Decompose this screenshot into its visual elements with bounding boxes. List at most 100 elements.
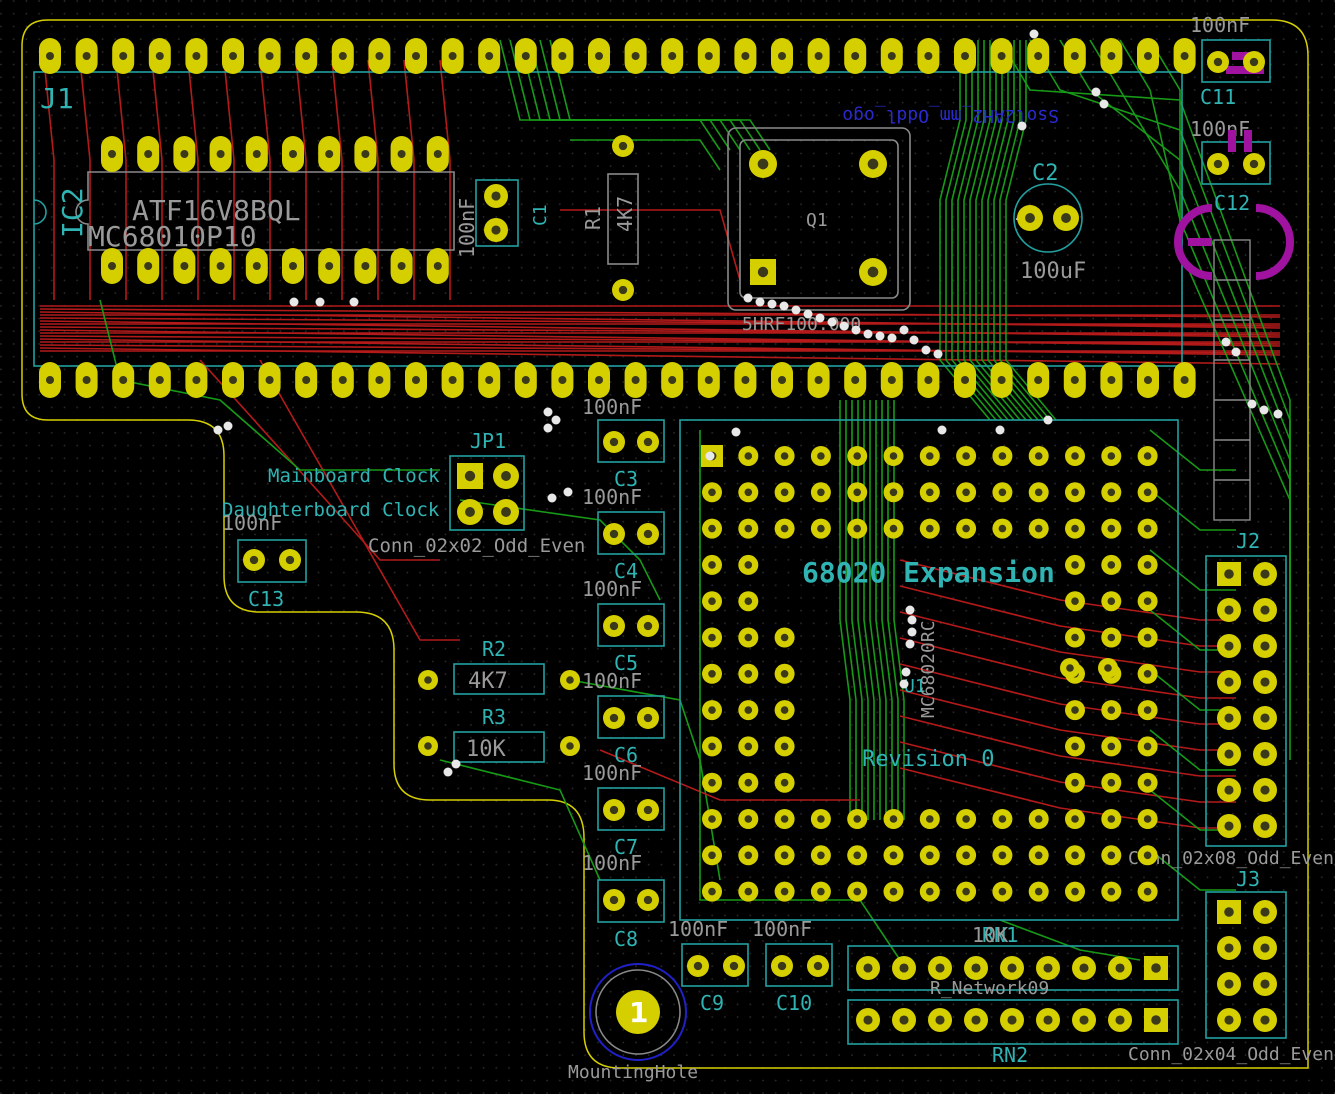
u1-pad: [810, 809, 831, 829]
via: [921, 345, 931, 355]
u1-pad: [1137, 482, 1158, 503]
j2-pad: [1253, 778, 1277, 802]
cap-pad: [637, 615, 659, 637]
u1-pad: [738, 809, 759, 829]
back-trace: [875, 400, 887, 820]
ic2-value-2: MC68010P10: [88, 220, 257, 253]
via: [1259, 405, 1269, 415]
ic2-pad-bottom: [390, 248, 413, 284]
j1-pad-top: [990, 38, 1013, 74]
back-trace: [893, 400, 905, 820]
cap-pad: [637, 523, 659, 545]
copper-traces: [39, 39, 1291, 961]
cap-pad: [603, 889, 625, 911]
ic2-pad-bottom: [282, 248, 304, 284]
u1-pad: [1137, 518, 1158, 539]
via: [223, 421, 233, 431]
j1-pad-bottom: [112, 362, 135, 398]
j2-pad: [1253, 742, 1277, 766]
u1-pad: [1028, 518, 1049, 539]
j1-pad-bottom: [222, 362, 244, 398]
u1-pad: [738, 482, 759, 503]
ic2-pad-bottom: [173, 248, 196, 284]
front-trace: [560, 209, 741, 281]
u1-pad: [919, 482, 940, 503]
j2-pad: [1253, 814, 1277, 838]
q1-body: [739, 139, 899, 299]
c9-outline: [681, 943, 749, 987]
u1-pad: [1065, 809, 1085, 829]
via: [451, 759, 461, 769]
ic2-pad-top: [318, 136, 341, 172]
j3-pad: [1217, 1008, 1241, 1032]
j1-pad-top: [917, 38, 940, 74]
u1-pad: [956, 482, 977, 503]
c9-ref: C9: [700, 991, 724, 1015]
u1-pad: [1065, 518, 1085, 539]
u1-pad: [992, 881, 1013, 902]
j1-pad-bottom: [441, 362, 464, 398]
jp1-pad-1: [457, 463, 483, 489]
u1-pad: [847, 482, 868, 503]
u1-pad: [956, 881, 977, 902]
rn1-pad: [964, 956, 988, 980]
j1-pad-top: [222, 38, 244, 74]
j1-pad-top: [112, 38, 135, 74]
via: [933, 349, 943, 359]
via: [563, 487, 573, 497]
u1-pad: [919, 446, 940, 466]
u1-pad: [1137, 627, 1158, 648]
via: [827, 317, 837, 327]
board-title: 68020 Expansion: [802, 556, 1055, 589]
j3-pad: [1253, 1008, 1277, 1032]
c2-pad-2: [1053, 205, 1079, 231]
cap-pad: [637, 889, 659, 911]
jp1-label-daughterboard: Daughterboard Clock: [222, 499, 440, 521]
ic2-pad-bottom: [354, 248, 377, 284]
via: [289, 297, 299, 307]
j1-pad-top: [1063, 38, 1086, 74]
via: [1029, 29, 1039, 39]
j1-pad-top: [258, 38, 281, 74]
j1-pad-bottom: [75, 362, 98, 398]
c1-value: 100nF: [455, 198, 479, 258]
front-trace: [151, 59, 163, 300]
u1-pad: [1065, 772, 1085, 793]
j1-pad-top: [1100, 38, 1123, 74]
via: [705, 451, 715, 461]
u1-pad: [992, 518, 1013, 539]
via: [875, 331, 885, 341]
back-trace: [1149, 849, 1236, 891]
u1-pad: [774, 518, 795, 539]
front-trace: [199, 359, 440, 561]
j2-pad: [1217, 598, 1241, 622]
back-trace: [570, 139, 721, 171]
u1-pad: [1101, 736, 1122, 757]
j1-pad-top: [734, 38, 757, 74]
j1-pad-top: [405, 38, 427, 74]
j1-pad-top: [624, 38, 647, 74]
c11-pad: [1243, 51, 1265, 73]
c9-pad: [723, 955, 745, 977]
u1-pad: [738, 772, 759, 793]
j3-outline: [1205, 891, 1287, 1039]
c3-outline: [597, 419, 665, 463]
front-trace: [599, 749, 860, 801]
rn1-pad: [892, 956, 916, 980]
u1-pad: [810, 881, 831, 902]
u1-pad: [1028, 482, 1049, 503]
rn2-pad: [856, 1008, 880, 1032]
front-trace: [223, 59, 235, 300]
ic2-pad-top: [101, 136, 123, 172]
back-trace: [881, 400, 893, 820]
j1-pad-top: [295, 38, 318, 74]
rn1-pad: [1108, 956, 1132, 980]
via: [905, 605, 915, 615]
via: [315, 297, 325, 307]
via: [905, 639, 915, 649]
u1-pad: [1065, 482, 1085, 503]
j1-pad-top: [368, 38, 391, 74]
front-trace: [899, 611, 1236, 673]
rn1-ref: RN1: [982, 923, 1018, 947]
